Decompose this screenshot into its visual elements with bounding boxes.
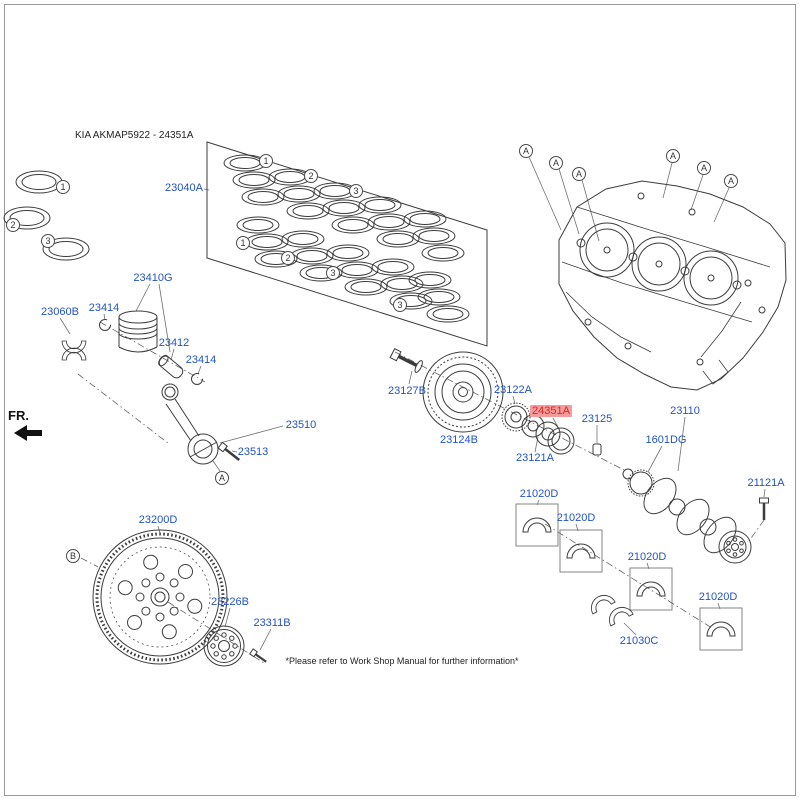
part-label-23125[interactable]: 23125 xyxy=(581,413,613,425)
rod-bearing-shells xyxy=(61,340,87,361)
callout-number-2: 2 xyxy=(281,251,295,265)
part-label-23060B[interactable]: 23060B xyxy=(41,306,79,318)
part-label-23410G[interactable]: 23410G xyxy=(133,272,173,284)
callout-number-1: 1 xyxy=(56,180,70,194)
part-label-23311B[interactable]: 23311B xyxy=(253,617,291,629)
crank-key xyxy=(592,443,602,456)
callout-number-3: 3 xyxy=(326,266,340,280)
part-label-21121A[interactable]: 21121A xyxy=(747,477,785,489)
connecting-rod xyxy=(161,383,219,465)
callout-letter-a: A xyxy=(666,149,680,163)
part-label-23510[interactable]: 23510 xyxy=(285,419,317,431)
part-label-23226B[interactable]: 23226B xyxy=(211,596,249,608)
oil-seal xyxy=(547,427,575,455)
part-label-21020D-1[interactable]: 21020D xyxy=(519,488,559,500)
part-label-23110[interactable]: 23110 xyxy=(670,405,700,417)
callout-number-1: 1 xyxy=(236,236,250,250)
part-label-23414-right[interactable]: 23414 xyxy=(185,354,217,366)
engine-block xyxy=(558,180,787,391)
part-label-23414-left[interactable]: 23414 xyxy=(88,302,120,314)
thrust-washers xyxy=(586,590,634,627)
pin-snap-rings xyxy=(99,319,203,385)
part-label-23122A[interactable]: 23122A xyxy=(494,384,532,396)
callout-number-1: 1 xyxy=(259,154,273,168)
pulley-bolt xyxy=(389,347,423,373)
plate-bolt xyxy=(249,648,267,663)
callout-letter-a: A xyxy=(549,156,563,170)
callout-letter-a: A xyxy=(724,174,738,188)
part-label-21020D-4[interactable]: 21020D xyxy=(698,591,738,603)
footer-note: *Please refer to Work Shop Manual for fu… xyxy=(285,656,519,666)
part-label-23513[interactable]: 23513 xyxy=(237,446,269,458)
main-bearing-shells xyxy=(522,517,736,637)
part-label-23127B[interactable]: 23127B xyxy=(388,385,426,397)
part-label-24351A-highlighted[interactable]: 24351A xyxy=(530,405,572,417)
part-label-23200D[interactable]: 23200D xyxy=(138,514,178,526)
callout-letter-a: A xyxy=(519,144,533,158)
fr-direction-label: FR. xyxy=(8,408,29,423)
piston-pin xyxy=(158,354,184,379)
leader-lines xyxy=(59,156,766,651)
rod-bolt xyxy=(217,441,241,461)
diagram-title: KIA AKMAP5922 - 24351A xyxy=(75,130,194,141)
callout-number-3: 3 xyxy=(41,234,55,248)
crank-sprocket xyxy=(501,402,531,432)
callout-letter-a: A xyxy=(572,167,586,181)
crank-pulley xyxy=(422,351,504,433)
piston xyxy=(118,310,158,353)
center-lines xyxy=(77,321,765,664)
callout-number-2: 2 xyxy=(304,169,318,183)
main-bearing-boxes xyxy=(515,503,743,651)
flywheel xyxy=(92,529,228,665)
part-label-21020D-2[interactable]: 21020D xyxy=(556,512,596,524)
part-label-21030C[interactable]: 21030C xyxy=(619,635,659,647)
crankshaft xyxy=(622,468,752,564)
part-label-1601DG[interactable]: 1601DG xyxy=(645,434,687,446)
fr-arrow xyxy=(14,425,42,441)
callout-number-3: 3 xyxy=(349,184,363,198)
piston-ring-kit-box xyxy=(206,141,488,347)
callout-number-3: 3 xyxy=(393,298,407,312)
callout-number-2: 2 xyxy=(6,218,20,232)
callout-letter-b: B xyxy=(66,549,80,563)
flange-bolt xyxy=(759,497,769,520)
part-label-21020D-3[interactable]: 21020D xyxy=(627,551,667,563)
callout-letter-a: A xyxy=(215,471,229,485)
drive-plate xyxy=(203,625,245,667)
part-label-23412[interactable]: 23412 xyxy=(158,337,190,349)
callout-letter-a: A xyxy=(697,161,711,175)
part-label-23040A[interactable]: 23040A xyxy=(165,182,203,194)
part-label-23121A[interactable]: 23121A xyxy=(516,452,554,464)
part-label-23124B[interactable]: 23124B xyxy=(440,434,478,446)
